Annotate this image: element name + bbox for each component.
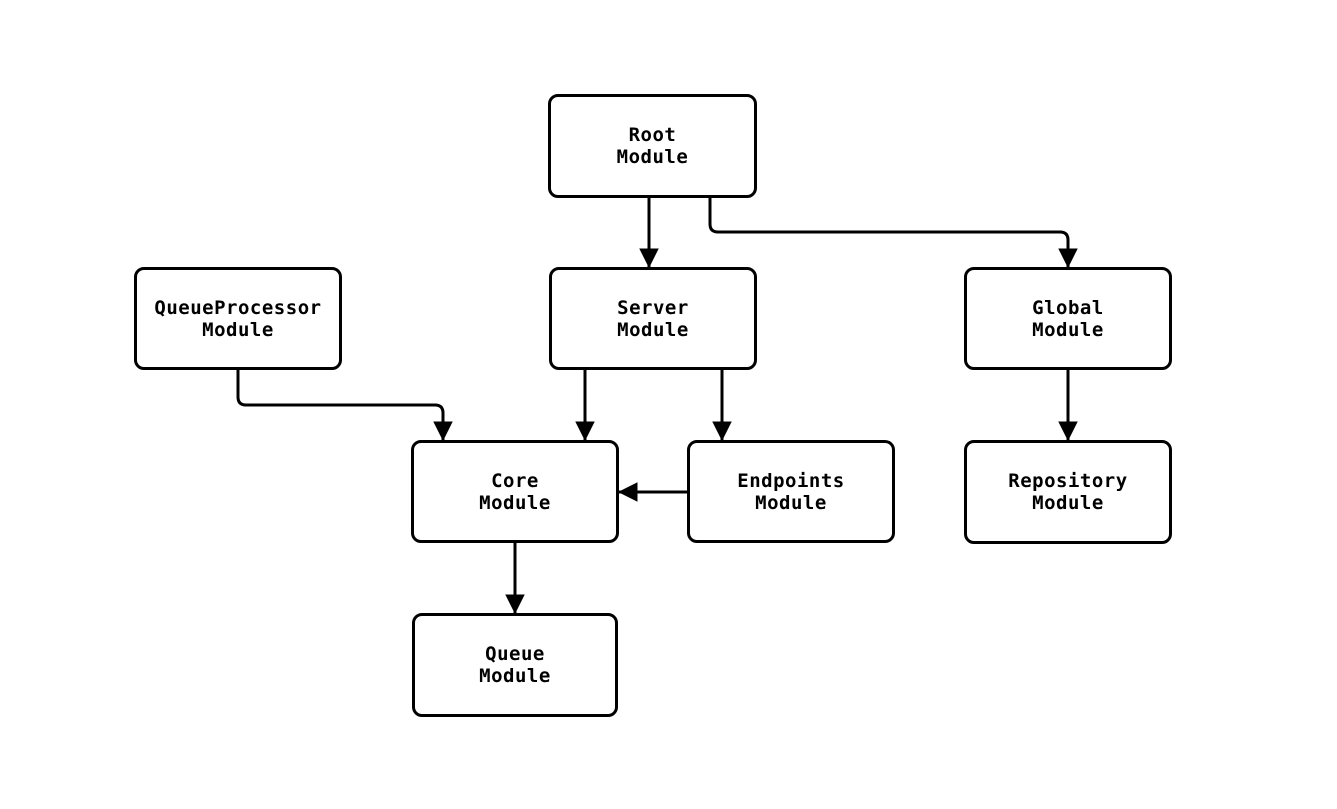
node-repository: Repository Module xyxy=(964,440,1172,544)
node-label: QueueProcessor Module xyxy=(154,296,322,341)
node-label: Core Module xyxy=(479,469,551,514)
edges-group xyxy=(236,198,1078,614)
node-label: Queue Module xyxy=(479,643,551,687)
node-label: Repository Module xyxy=(1008,470,1128,514)
edge-queueprocessor-to-core xyxy=(236,370,453,441)
node-label: Endpoints Module xyxy=(737,469,845,514)
node-root: Root Module xyxy=(548,94,757,198)
node-label: Server Module xyxy=(617,296,689,341)
node-queue: Queue Module xyxy=(412,613,618,717)
edge-root-to-global xyxy=(708,198,1078,268)
node-global: Global Module xyxy=(964,267,1172,370)
node-queueprocessor: QueueProcessor Module xyxy=(134,267,342,370)
node-endpoints: Endpoints Module xyxy=(687,440,895,543)
node-label: Global Module xyxy=(1032,296,1104,341)
node-core: Core Module xyxy=(411,440,619,543)
node-server: Server Module xyxy=(549,267,757,370)
node-label: Root Module xyxy=(616,124,689,168)
